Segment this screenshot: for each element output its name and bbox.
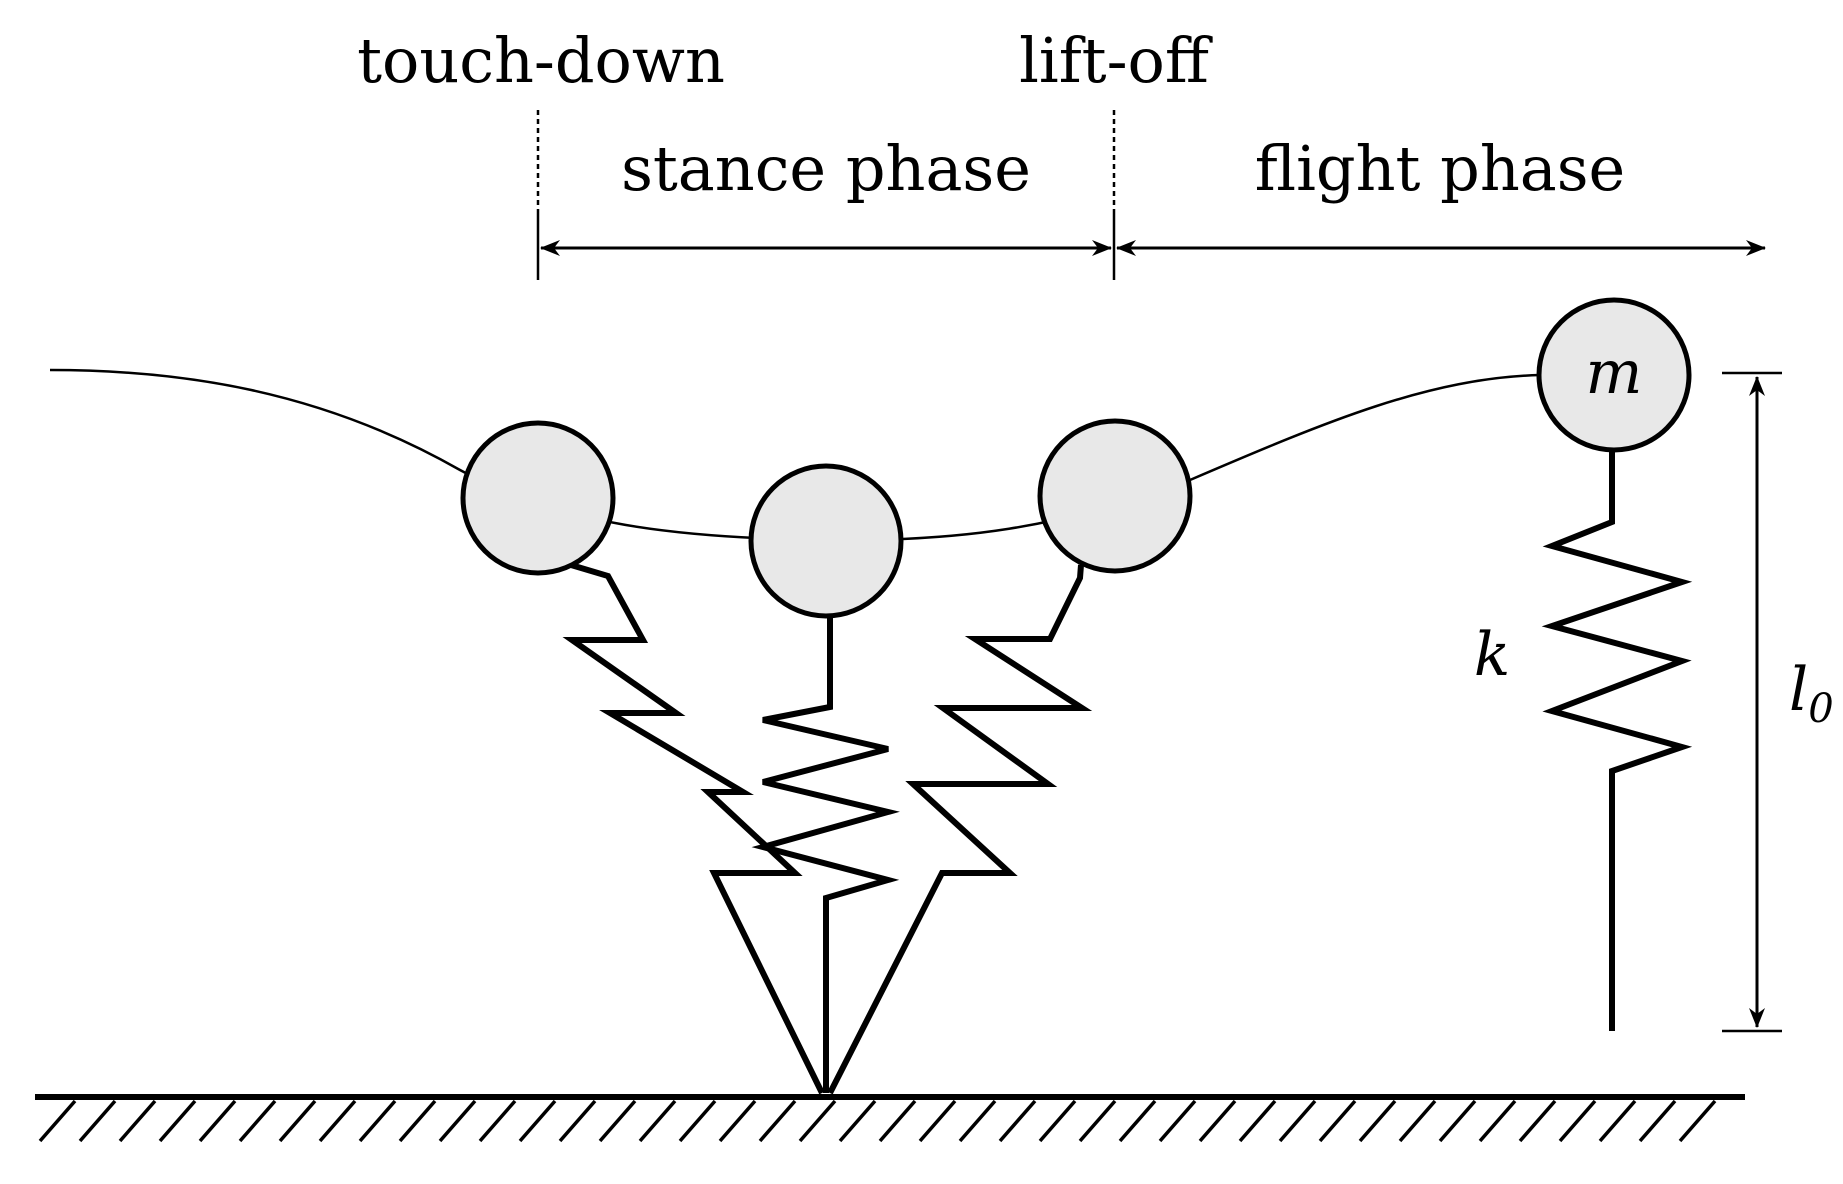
mass-flight bbox=[1536, 297, 1692, 453]
touch-down-label: touch-down bbox=[357, 24, 725, 97]
leg-spring-flight bbox=[1541, 450, 1693, 1031]
mass-lift-off bbox=[1037, 418, 1193, 574]
rest-length-symbol: l0 bbox=[1789, 655, 1834, 732]
leg-spring-touch-down bbox=[562, 562, 825, 1095]
stance-phase-label: stance phase bbox=[621, 132, 1031, 205]
mass-touch-down bbox=[460, 420, 616, 576]
ground-hatching bbox=[38, 1099, 1717, 1143]
leg-spring-mid-stance bbox=[751, 618, 900, 1093]
stiffness-symbol: k bbox=[1474, 620, 1510, 690]
lift-off-label: lift-off bbox=[1019, 24, 1213, 97]
mass-symbol: m bbox=[1586, 338, 1643, 408]
mass-mid-stance bbox=[748, 463, 904, 619]
leg-spring-lift-off bbox=[827, 564, 1093, 1095]
flight-phase-label: flight phase bbox=[1255, 132, 1626, 205]
ground bbox=[35, 1094, 1745, 1143]
